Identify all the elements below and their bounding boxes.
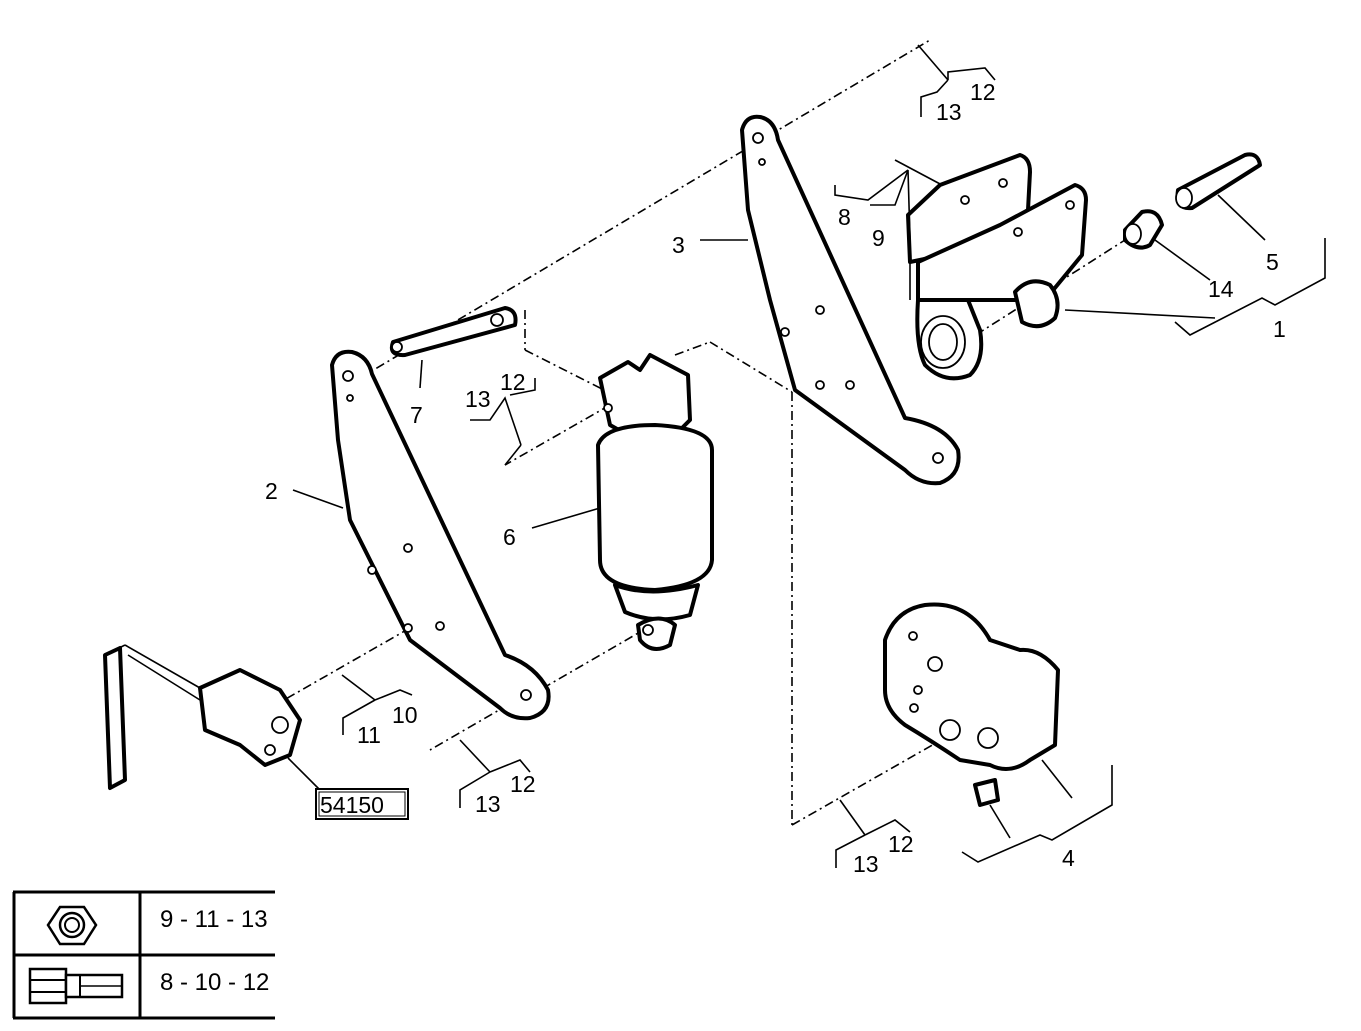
callout-12-mid: 12: [500, 369, 526, 395]
reference-box: 54150: [315, 788, 409, 820]
callout-12-right: 12: [888, 831, 914, 857]
callout-6: 6: [503, 524, 516, 550]
legend-row-2-parts: 8 - 10 - 12: [160, 969, 269, 996]
assembly-lines: [269, 39, 1126, 826]
valve-block-part-4: [883, 602, 1060, 807]
callout-7: 7: [410, 402, 423, 428]
callout-11: 11: [357, 722, 381, 748]
callout-8: 8: [838, 204, 851, 230]
right-bracket-plate: [740, 114, 961, 486]
callout-1: 1: [1273, 316, 1286, 342]
height-control-valve: [103, 644, 302, 790]
left-bracket-plate: [330, 349, 551, 721]
fastener-legend: 9 - 11 - 13 8 - 10 - 12: [12, 890, 275, 1020]
pin-part-7: [389, 306, 518, 358]
callout-13-lower: 13: [475, 791, 501, 817]
callout-10: 10: [392, 702, 418, 728]
callout-3: 3: [672, 232, 685, 258]
pin-part-5: [1175, 152, 1262, 211]
bushing-part-14: [1123, 209, 1164, 250]
callout-13-right: 13: [853, 851, 879, 877]
callout-4: 4: [1062, 845, 1075, 871]
callout-5: 5: [1266, 249, 1279, 275]
callout-2: 2: [265, 478, 278, 504]
callout-9: 9: [872, 225, 885, 251]
callout-12-lower: 12: [510, 771, 536, 797]
air-spring-part-6: [596, 353, 714, 651]
callout-13-top: 13: [936, 99, 962, 125]
bolt-icon: [28, 967, 124, 1005]
reference-label: 54150: [320, 792, 384, 818]
callout-14: 14: [1208, 276, 1234, 302]
hex-nut-icon: [46, 905, 98, 946]
callout-12-top: 12: [970, 79, 996, 105]
callout-13-mid: 13: [465, 386, 491, 412]
leader-lines: [287, 44, 1326, 868]
callout-labels: 1 2 3 4 5 6 7 8 9 10 11 14 12 13 12 13 1…: [265, 79, 1286, 877]
mount-bracket-assembly: [906, 153, 1088, 381]
legend-row-1-parts: 9 - 11 - 13: [160, 906, 268, 933]
